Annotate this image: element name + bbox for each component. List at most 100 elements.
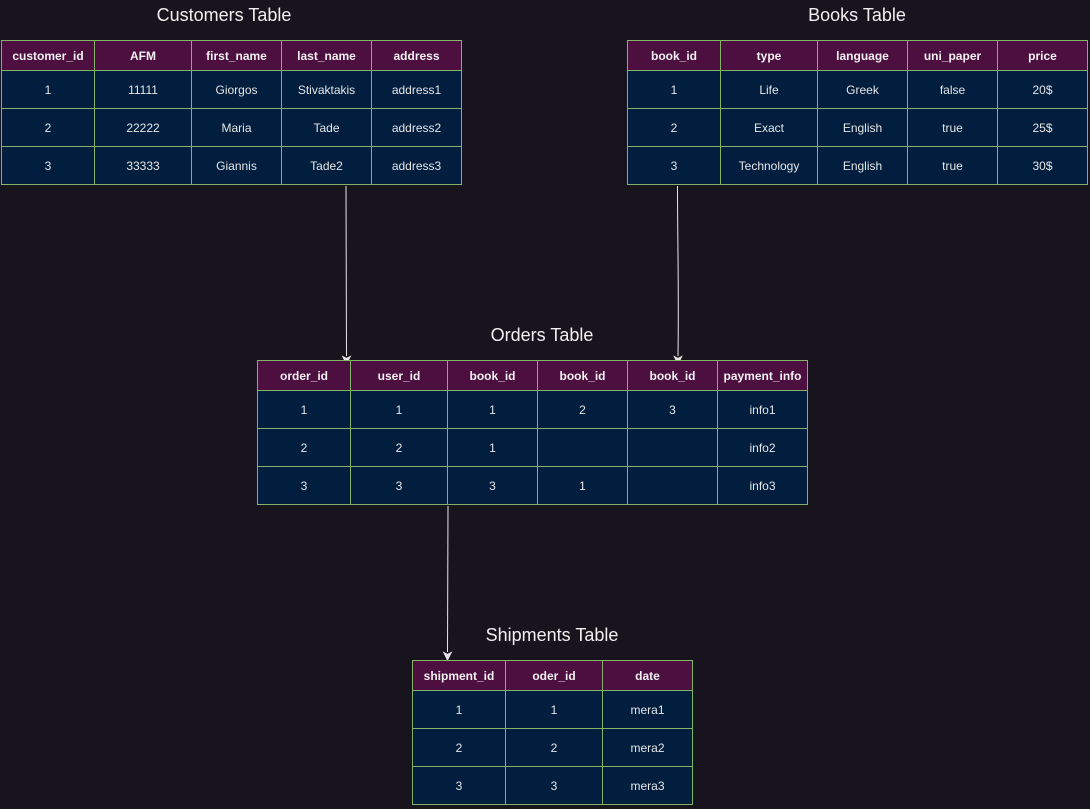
table-cell: 1 <box>1 70 95 109</box>
customers-header-row: customer_id AFM first_name last_name add… <box>1 40 462 71</box>
books-header-row: book_id type language uni_paper price <box>627 40 1088 71</box>
table-cell: true <box>907 146 998 185</box>
column-header: address <box>371 40 462 71</box>
table-row: 1 11111 Giorgos Stivaktakis address1 <box>1 70 462 109</box>
table-cell: 3 <box>627 390 718 429</box>
table-cell: 2 <box>505 728 603 767</box>
books-to-orders-connector <box>677 185 679 357</box>
table-cell: address1 <box>371 70 462 109</box>
table-cell: Tade2 <box>281 146 372 185</box>
shipments-header-row: shipment_id oder_id date <box>412 660 693 691</box>
column-header: payment_info <box>717 360 808 391</box>
table-cell: 3 <box>412 766 506 805</box>
table-cell <box>627 466 718 505</box>
table-cell: 3 <box>257 466 351 505</box>
column-header: language <box>817 40 908 71</box>
table-cell: 1 <box>537 466 628 505</box>
table-row: 2 Exact English true 25$ <box>627 108 1088 147</box>
column-header: last_name <box>281 40 372 71</box>
table-cell: 20$ <box>997 70 1088 109</box>
orders-header-row: order_id user_id book_id book_id book_id… <box>257 360 808 391</box>
column-header: order_id <box>257 360 351 391</box>
table-cell: 1 <box>627 70 721 109</box>
table-row: 3 3 3 1 info3 <box>257 466 808 505</box>
table-cell: 3 <box>505 766 603 805</box>
table-cell: English <box>817 146 908 185</box>
table-cell: mera2 <box>602 728 693 767</box>
table-cell: 3 <box>350 466 448 505</box>
column-header: book_id <box>627 360 718 391</box>
table-cell: 1 <box>412 690 506 729</box>
table-cell: Greek <box>817 70 908 109</box>
table-cell: address2 <box>371 108 462 147</box>
table-cell: 2 <box>350 428 448 467</box>
column-header: shipment_id <box>412 660 506 691</box>
table-cell: mera3 <box>602 766 693 805</box>
table-row: 1 Life Greek false 20$ <box>627 70 1088 109</box>
table-cell: 3 <box>1 146 95 185</box>
table-cell: Life <box>720 70 818 109</box>
table-row: 2 2 1 info2 <box>257 428 808 467</box>
column-header: type <box>720 40 818 71</box>
table-cell: 1 <box>257 390 351 429</box>
table-cell: 22222 <box>94 108 192 147</box>
books-table: book_id type language uni_paper price 1 … <box>627 40 1088 185</box>
column-header: user_id <box>350 360 448 391</box>
orders-table-title: Orders Table <box>490 325 594 345</box>
table-cell: Maria <box>191 108 282 147</box>
customers-to-orders-connector <box>345 185 347 357</box>
table-cell: Exact <box>720 108 818 147</box>
table-row: 3 3 mera3 <box>412 766 693 805</box>
table-cell: Technology <box>720 146 818 185</box>
table-cell <box>537 428 628 467</box>
table-row: 1 1 mera1 <box>412 690 693 729</box>
table-cell: 25$ <box>997 108 1088 147</box>
table-cell: 11111 <box>94 70 192 109</box>
table-cell: mera1 <box>602 690 693 729</box>
table-cell: info3 <box>717 466 808 505</box>
table-cell: 2 <box>1 108 95 147</box>
column-header: customer_id <box>1 40 95 71</box>
table-cell: 2 <box>257 428 351 467</box>
column-header: book_id <box>537 360 628 391</box>
table-cell: Giannis <box>191 146 282 185</box>
table-cell: true <box>907 108 998 147</box>
table-cell: 2 <box>537 390 628 429</box>
orders-to-shipments-connector <box>447 505 449 653</box>
table-cell: 2 <box>627 108 721 147</box>
table-row: 3 33333 Giannis Tade2 address3 <box>1 146 462 185</box>
table-cell: 2 <box>412 728 506 767</box>
table-row: 2 2 mera2 <box>412 728 693 767</box>
table-cell: info2 <box>717 428 808 467</box>
table-cell: 1 <box>350 390 448 429</box>
table-cell: 1 <box>447 390 538 429</box>
column-header: uni_paper <box>907 40 998 71</box>
table-cell <box>627 428 718 467</box>
column-header: oder_id <box>505 660 603 691</box>
column-header: book_id <box>447 360 538 391</box>
table-cell: English <box>817 108 908 147</box>
shipments-table: shipment_id oder_id date 1 1 mera1 2 2 m… <box>412 660 693 805</box>
table-cell: Giorgos <box>191 70 282 109</box>
column-header: first_name <box>191 40 282 71</box>
orders-to-shipments-arrowhead <box>442 651 453 662</box>
table-cell: Stivaktakis <box>281 70 372 109</box>
table-cell: 1 <box>505 690 603 729</box>
table-row: 1 1 1 2 3 info1 <box>257 390 808 429</box>
table-cell: 3 <box>447 466 538 505</box>
table-cell: 1 <box>447 428 538 467</box>
column-header: date <box>602 660 693 691</box>
table-cell: false <box>907 70 998 109</box>
column-header: AFM <box>94 40 192 71</box>
customers-table: customer_id AFM first_name last_name add… <box>1 40 462 185</box>
table-cell: 30$ <box>997 146 1088 185</box>
orders-table: order_id user_id book_id book_id book_id… <box>257 360 808 505</box>
shipments-table-title: Shipments Table <box>485 625 619 645</box>
table-row: 2 22222 Maria Tade address2 <box>1 108 462 147</box>
table-row: 3 Technology English true 30$ <box>627 146 1088 185</box>
column-header: price <box>997 40 1088 71</box>
table-cell: 33333 <box>94 146 192 185</box>
column-header: book_id <box>627 40 721 71</box>
table-cell: address3 <box>371 146 462 185</box>
table-cell: Tade <box>281 108 372 147</box>
